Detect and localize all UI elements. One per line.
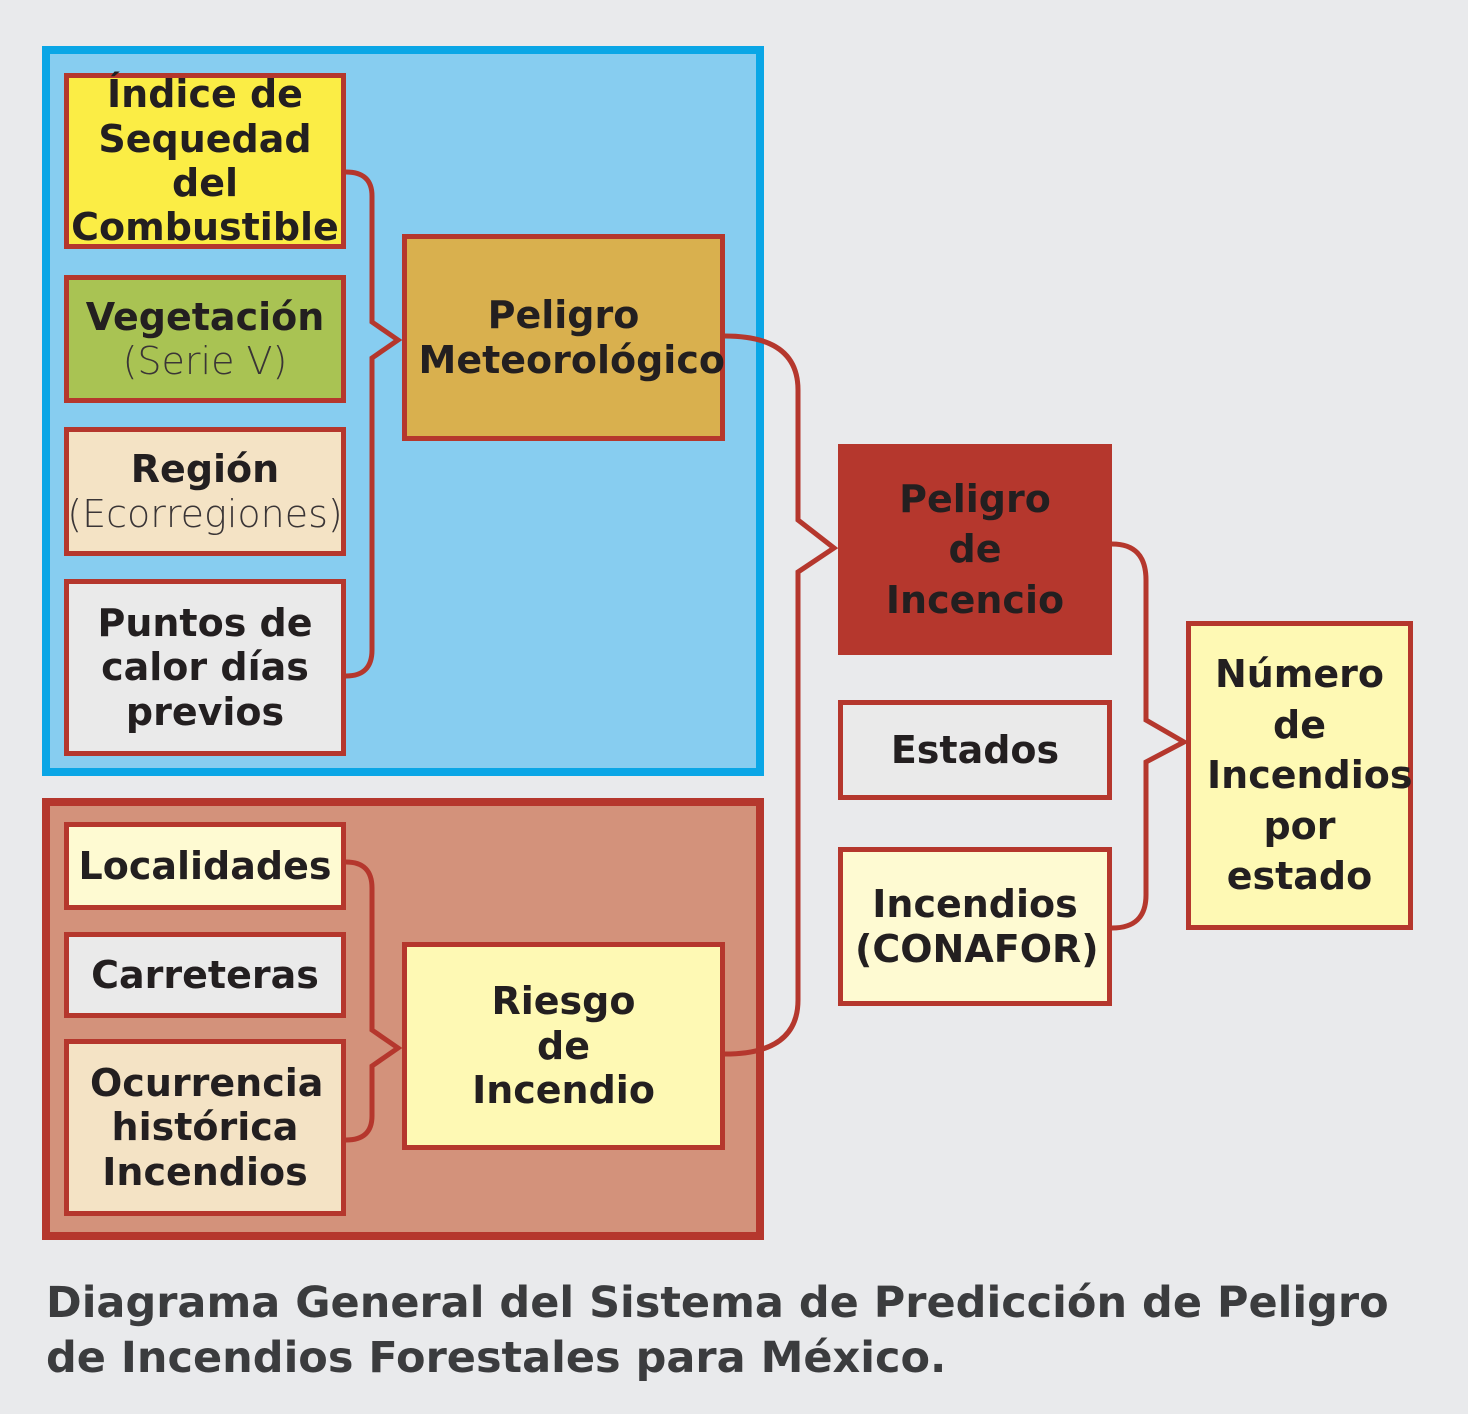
node-label: Carreteras [91, 952, 319, 997]
node-label: Número de Incendios por estado [1207, 652, 1413, 899]
node-label: Peligro de Incencio [885, 476, 1065, 622]
node-label: Incendios (CONAFOR) [855, 882, 1099, 971]
node-ocurrencia-historica: Ocurrencia histórica Incendios [64, 1039, 346, 1216]
node-numero-incendios: Número de Incendios por estado [1186, 621, 1413, 930]
node-vegetacion: Vegetación (Serie V) [64, 275, 346, 403]
node-region: Región (Ecorregiones) [64, 427, 346, 556]
node-label: Peligro Meteorológico [418, 293, 725, 382]
node-label: Localidades [78, 843, 332, 888]
node-puntos-calor: Puntos de calor días previos [64, 579, 346, 756]
node-label: Riesgo de Incendio [472, 979, 655, 1113]
node-estados: Estados [838, 700, 1112, 800]
brace-right [1111, 541, 1190, 931]
node-label: Índice de Sequedad del Combustible [71, 72, 339, 250]
node-peligro-incendio: Peligro de Incencio [838, 444, 1112, 655]
node-peligro-meteorologico: Peligro Meteorológico [402, 234, 725, 441]
node-sublabel: (Ecorregiones) [67, 491, 343, 536]
node-riesgo-incendio: Riesgo de Incendio [402, 942, 725, 1150]
node-label: Región [130, 447, 280, 492]
diagram-caption: Diagrama General del Sistema de Predicci… [46, 1278, 1389, 1383]
node-sublabel: (Serie V) [122, 339, 288, 383]
node-indice-sequedad: Índice de Sequedad del Combustible [64, 72, 346, 250]
node-incendios-conafor: Incendios (CONAFOR) [838, 847, 1112, 1006]
node-label: Puntos de calor días previos [97, 600, 313, 734]
node-carreteras: Carreteras [64, 932, 346, 1018]
node-label: Vegetación [85, 294, 325, 339]
node-label: Estados [890, 727, 1060, 772]
node-localidades: Localidades [64, 822, 346, 910]
node-label: Ocurrencia histórica Incendios [90, 1060, 324, 1194]
